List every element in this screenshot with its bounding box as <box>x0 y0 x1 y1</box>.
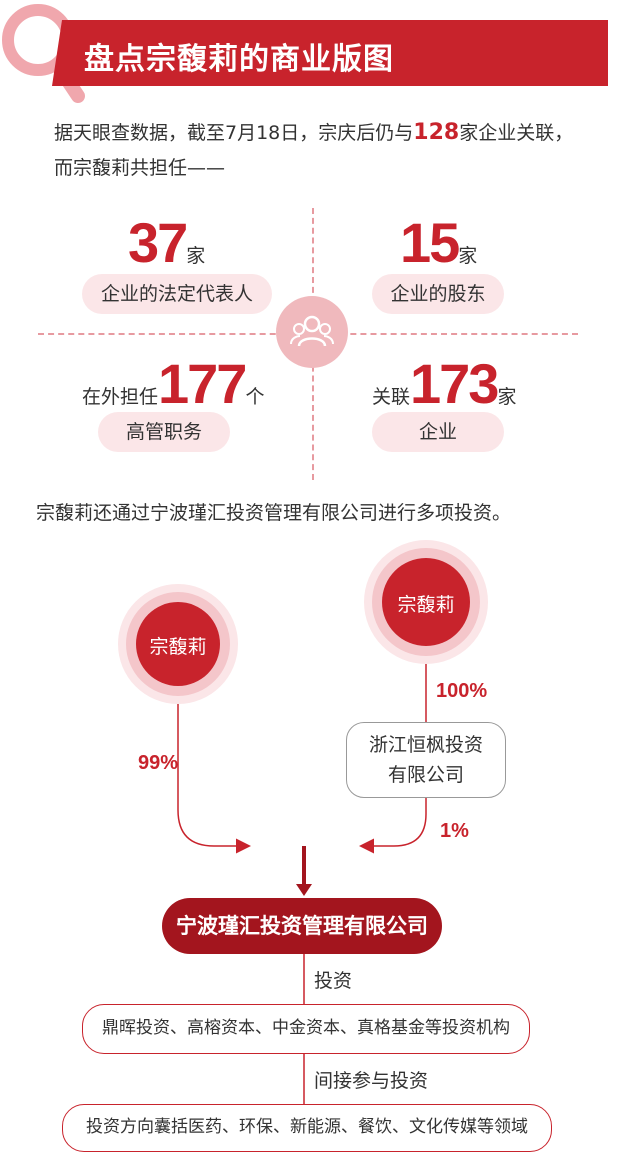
intermediate-company-line2: 有限公司 <box>387 764 464 786</box>
stat-executive-unit: 个 <box>245 386 265 408</box>
invest-label: 投资 <box>314 970 353 992</box>
stat-shareholder-number: 15 <box>400 211 460 274</box>
intro-text: 据天眼查数据，截至7月18日，宗庆后仍与128家企业关联， 而宗馥莉共担任—— <box>54 115 614 186</box>
person-right-inner <box>382 558 470 646</box>
stat-related-number: 173 <box>410 352 499 415</box>
stat-related-unit: 家 <box>497 386 517 408</box>
page-title: 盘点宗馥莉的商业版图 <box>84 42 394 77</box>
stat-shareholder-unit: 家 <box>458 245 478 267</box>
stat-related: 关联173家 <box>372 356 516 412</box>
stat-shareholder-label: 企业的股东 <box>372 274 504 314</box>
stat-legal-rep-unit: 家 <box>186 245 206 267</box>
stat-executive-label: 高管职务 <box>98 412 230 452</box>
fields-box: 投资方向囊括医药、环保、新能源、餐饮、文化传媒等领域 <box>62 1104 552 1152</box>
header-bar <box>52 20 608 86</box>
indirect-label: 间接参与投资 <box>314 1070 429 1092</box>
pct-left: 99% <box>138 752 179 774</box>
person-right-name: 宗馥莉 <box>397 594 455 616</box>
stat-related-prefix: 关联 <box>372 386 411 408</box>
intro-line2: 而宗馥莉共担任—— <box>54 157 226 179</box>
stat-legal-rep: 37家 <box>128 215 205 271</box>
person-left-name: 宗馥莉 <box>149 636 207 658</box>
person-left-inner <box>136 602 220 686</box>
intro-line1-prefix: 据天眼查数据，截至7月18日，宗庆后仍与 <box>54 122 414 144</box>
main-company: 宁波瑾汇投资管理有限公司 <box>162 898 442 954</box>
intro-line1-suffix: 家企业关联， <box>459 122 574 144</box>
stat-shareholder: 15家 <box>400 215 477 271</box>
pct-right-bottom: 1% <box>440 820 469 842</box>
invest-targets-box: 鼎晖投资、高榕资本、中金资本、真格基金等投资机构 <box>82 1004 530 1054</box>
mid-text: 宗馥莉还通过宁波瑾汇投资管理有限公司进行多项投资。 <box>36 502 512 524</box>
pct-right-top: 100% <box>436 680 488 702</box>
stat-executive-number: 177 <box>158 352 247 415</box>
stat-related-label: 企业 <box>372 412 504 452</box>
people-icon <box>290 315 334 347</box>
stat-legal-rep-label: 企业的法定代表人 <box>82 274 272 314</box>
intermediate-company-line1: 浙江恒枫投资 <box>368 734 483 756</box>
intro-highlight-number: 128 <box>413 120 460 145</box>
stat-executive-prefix: 在外担任 <box>82 386 159 408</box>
stat-executive: 在外担任177个 <box>82 356 264 412</box>
intermediate-company-box: 浙江恒枫投资 有限公司 <box>346 722 506 798</box>
stat-legal-rep-number: 37 <box>128 211 188 274</box>
